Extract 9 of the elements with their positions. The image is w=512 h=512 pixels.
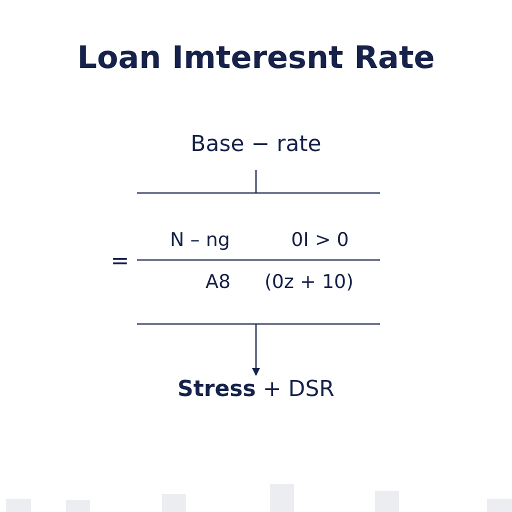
- formula-term: 0I > 0: [291, 229, 349, 251]
- formula-term: Base − rate: [190, 132, 322, 157]
- formula-result: Stress + DSR: [178, 377, 334, 402]
- arrow: [252, 324, 260, 376]
- formula-term: (0z + 10): [264, 271, 354, 293]
- equals-sign: =: [110, 249, 130, 274]
- formula-term: A8: [205, 271, 231, 293]
- title: Loan Imteresnt Rate: [77, 40, 435, 76]
- formula-term: N – ng: [170, 229, 230, 251]
